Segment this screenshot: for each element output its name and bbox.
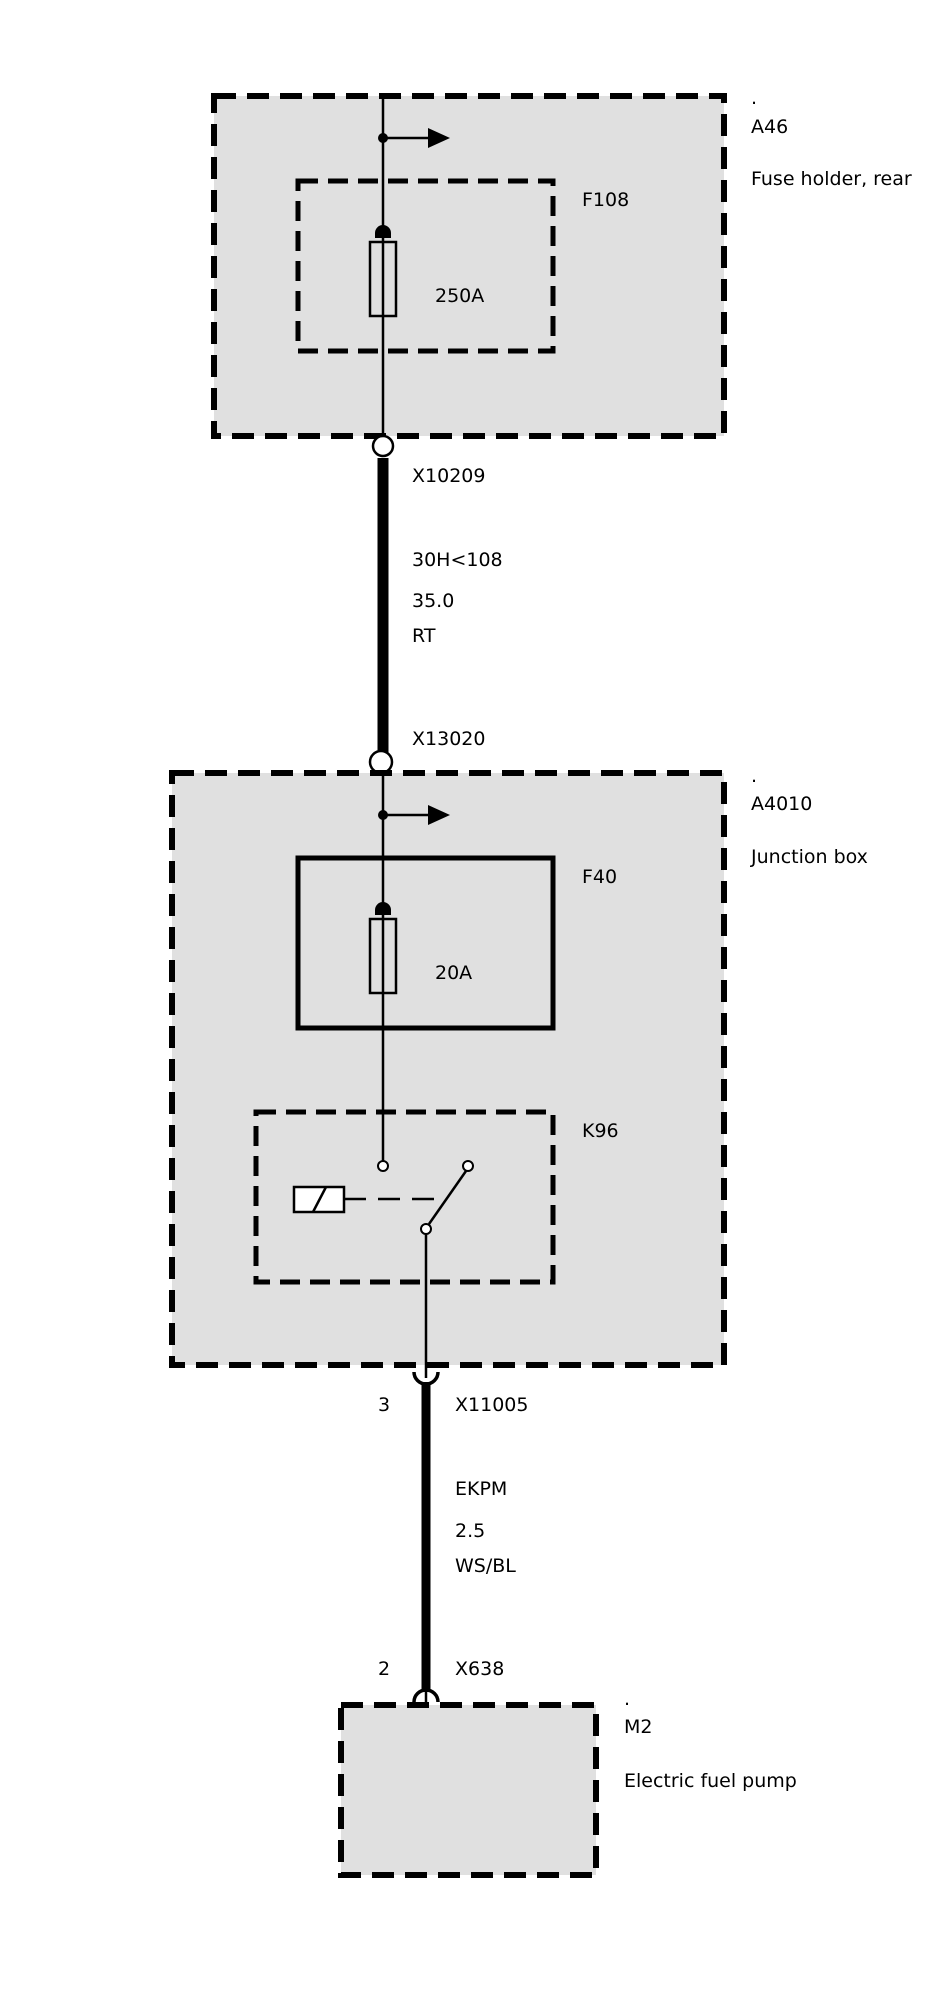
f40-label: F40 <box>582 866 617 888</box>
relay-contact-top <box>462 1160 474 1172</box>
x11005-label: X11005 <box>455 1394 528 1416</box>
m2-name: Electric fuel pump <box>624 1770 797 1792</box>
a46-label: A46 <box>751 116 788 138</box>
k96-label: K96 <box>582 1120 619 1142</box>
relay-switch-arm <box>427 1170 468 1225</box>
f40-fuse-box <box>295 855 556 1031</box>
a4010-junction-box <box>169 770 727 1368</box>
m2-fuel-pump-box <box>338 1702 599 1878</box>
f40-rating: 20A <box>435 962 472 984</box>
wire1-gauge: 35.0 <box>412 590 454 612</box>
wire2-color: WS/BL <box>455 1555 516 1577</box>
a4010-dot: . <box>751 765 757 787</box>
wire1-circuit: 30H<108 <box>412 549 503 571</box>
a46-fuse-holder-box <box>211 93 727 439</box>
wire1-color: RT <box>412 625 436 647</box>
k96-relay-box <box>253 1109 556 1285</box>
a4010-label: A4010 <box>751 793 812 815</box>
m2-dot: . <box>624 1688 630 1710</box>
a4010-branch-arrow <box>428 805 450 825</box>
k96-relay-symbol <box>292 1160 474 1378</box>
f40-fuse-symbol <box>368 902 398 1165</box>
wire2-circuit: EKPM <box>455 1478 507 1500</box>
x13020-label: X13020 <box>412 728 485 750</box>
f108-fuse-symbol <box>368 225 398 444</box>
x10209-label: X10209 <box>412 465 485 487</box>
relay-contact-pivot <box>420 1223 432 1235</box>
wire2-gauge: 2.5 <box>455 1520 485 1542</box>
a46-branch-arrow <box>428 128 450 148</box>
a4010-name: Junction box <box>750 846 868 868</box>
x13020-connector-icon <box>368 749 394 775</box>
f108-fuse-box <box>295 178 556 354</box>
a46-name: Fuse holder, rear <box>751 168 912 190</box>
a46-dot: . <box>751 87 757 109</box>
m2-label: M2 <box>624 1716 652 1738</box>
x638-connector-icon <box>412 1688 440 1703</box>
x638-pin: 2 <box>378 1658 390 1680</box>
x11005-pin: 3 <box>378 1394 390 1416</box>
x638-label: X638 <box>455 1658 504 1680</box>
x10209-connector-icon <box>371 434 395 458</box>
f108-label: F108 <box>582 189 629 211</box>
f108-rating: 250A <box>435 285 484 307</box>
